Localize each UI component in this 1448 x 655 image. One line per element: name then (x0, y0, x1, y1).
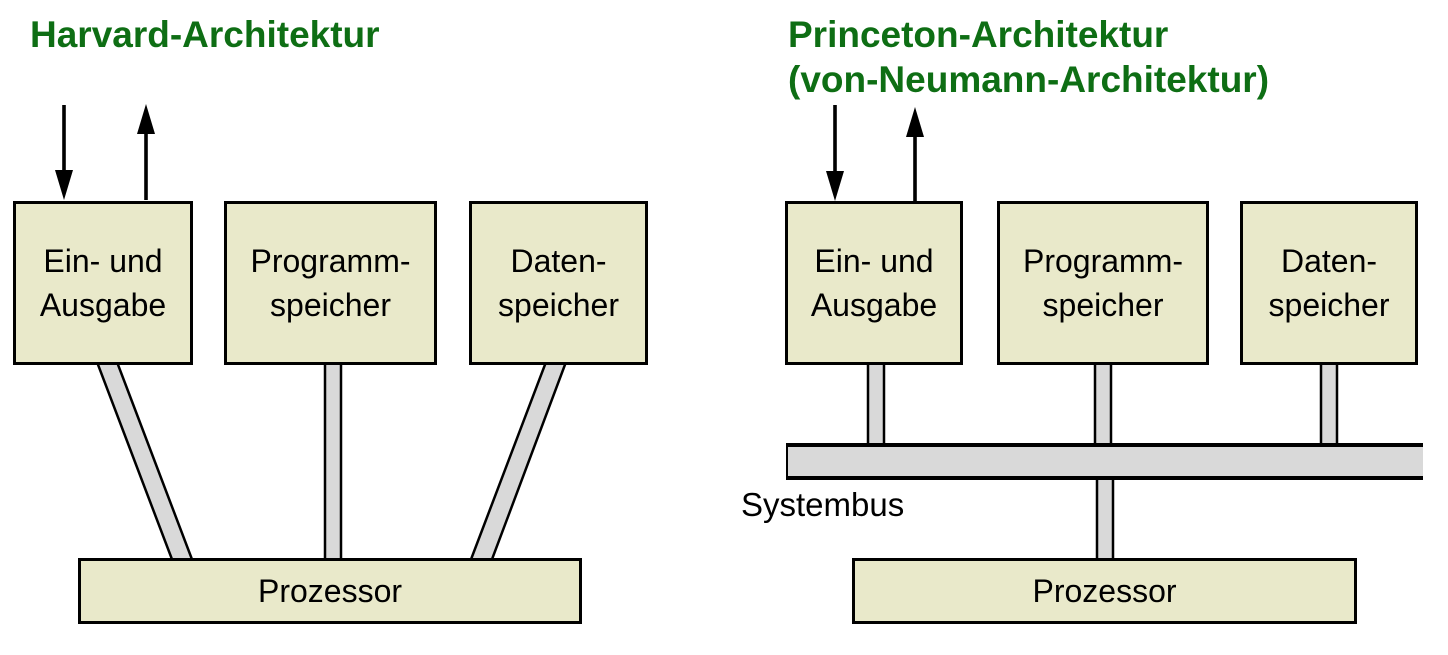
input-down-arrow-icon (826, 105, 844, 201)
harvard-connectors (95, 360, 568, 564)
harvard-box-data-memory: Daten- speicher (469, 201, 648, 365)
box-label-line: Ein- und (43, 243, 163, 279)
princeton-connector-io-bus (866, 360, 886, 448)
system-bus-top-border (786, 443, 1423, 447)
system-bus-body (787, 446, 1423, 477)
system-bus-bottom-border (786, 476, 1423, 480)
output-up-arrow-icon (137, 104, 155, 200)
processor-label: Prozessor (1032, 572, 1177, 609)
box-label-line: speicher (1042, 287, 1164, 323)
princeton-processor-box: Prozessor (852, 558, 1357, 624)
princeton-title-line1: Princeton-Architektur (788, 14, 1169, 55)
output-up-arrow-icon (906, 107, 924, 201)
box-label-line: Programm- (250, 243, 411, 279)
princeton-io-arrows (826, 105, 924, 201)
box-label-line: speicher (1268, 287, 1390, 323)
system-bus-left-border (786, 443, 788, 480)
harvard-connector-data-processor (468, 360, 568, 564)
princeton-box-program-memory: Programm- speicher (997, 201, 1209, 365)
box-label-line: Ein- und (814, 243, 934, 279)
box-label-line: Daten- (510, 243, 607, 279)
harvard-title-text: Harvard-Architektur (30, 14, 380, 55)
system-bus-label-text: Systembus (741, 486, 905, 523)
box-label-line: speicher (270, 287, 391, 323)
princeton-box-io: Ein- und Ausgabe (785, 201, 963, 365)
box-label-line: Programm- (1022, 243, 1183, 279)
princeton-connector-program-bus (1093, 360, 1113, 448)
princeton-title-line2: (von-Neumann-Architektur) (788, 59, 1270, 100)
box-label-line: speicher (498, 287, 619, 323)
princeton-connector-data-bus (1319, 360, 1339, 448)
box-label-line: Daten- (1280, 243, 1378, 279)
princeton-title: Princeton-Architektur (von-Neumann-Archi… (788, 12, 1269, 102)
system-bus (786, 443, 1423, 480)
princeton-connector-bus-processor (1095, 475, 1115, 564)
box-label-line: Ausgabe (810, 287, 938, 323)
box-label-line: Ausgabe (39, 287, 167, 323)
princeton-box-data-memory: Daten- speicher (1240, 201, 1418, 365)
harvard-processor-box: Prozessor (78, 558, 582, 624)
harvard-connector-program-processor (323, 360, 343, 564)
harvard-box-program-memory: Programm- speicher (224, 201, 437, 365)
system-bus-label: Systembus (741, 486, 904, 524)
harvard-connector-io-processor (95, 360, 195, 564)
processor-label: Prozessor (257, 572, 403, 609)
input-down-arrow-icon (55, 105, 73, 200)
harvard-io-arrows (55, 104, 155, 200)
harvard-box-io: Ein- und Ausgabe (13, 201, 193, 365)
harvard-title: Harvard-Architektur (30, 12, 380, 57)
